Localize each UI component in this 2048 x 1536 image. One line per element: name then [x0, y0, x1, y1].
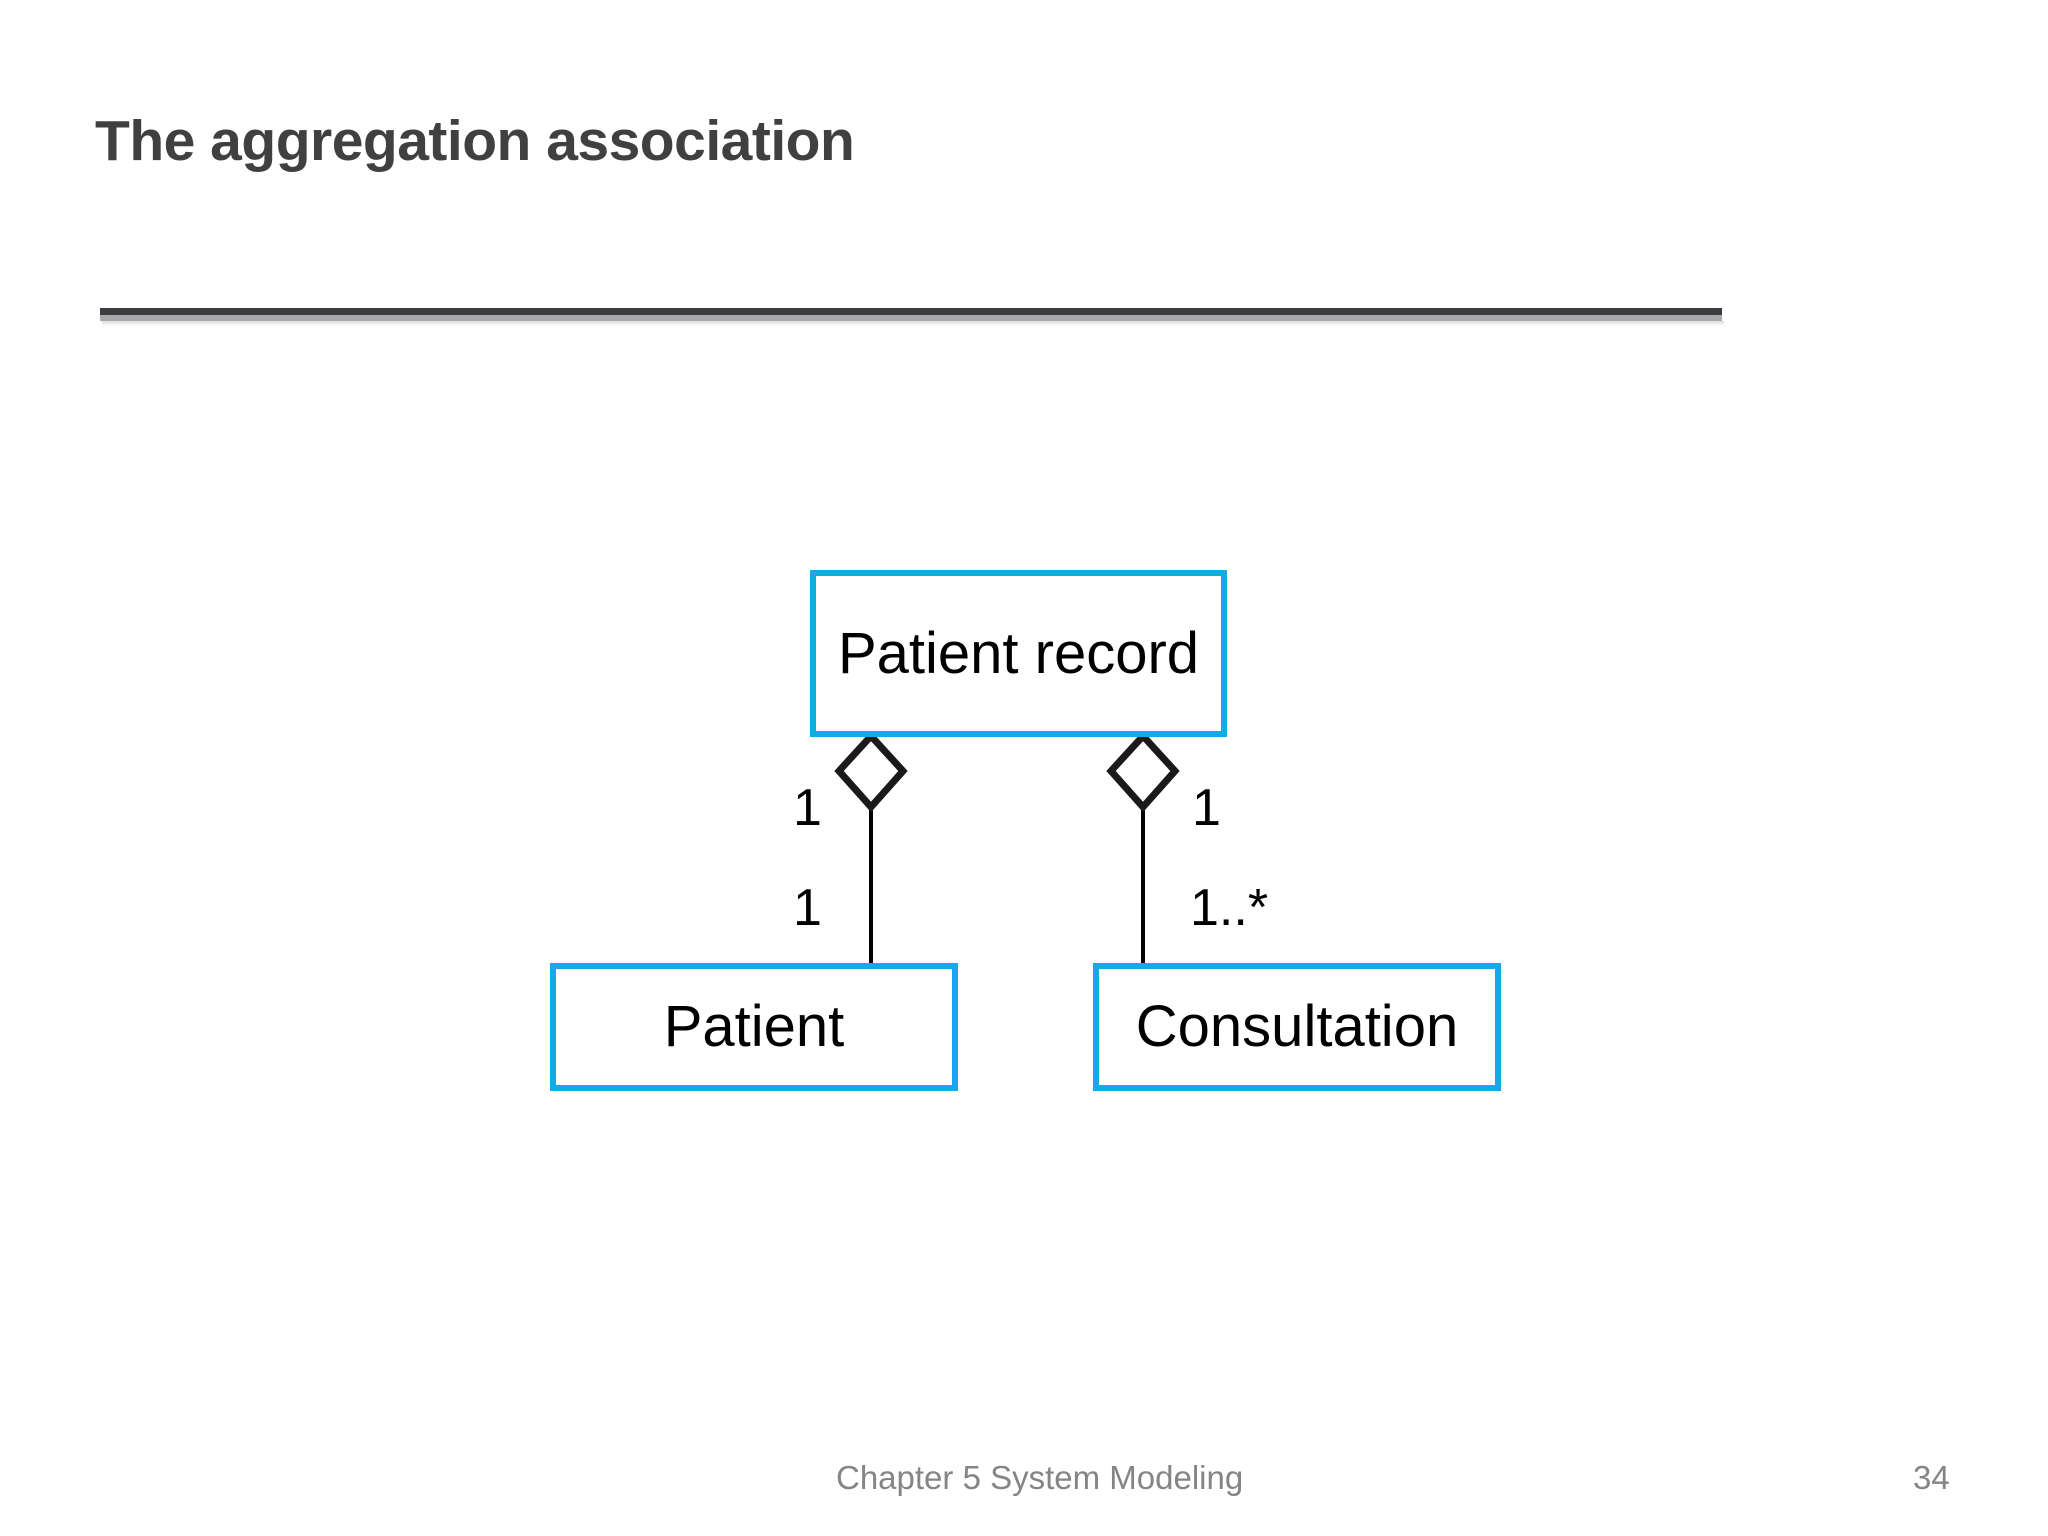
divider-light-bar	[100, 315, 1722, 321]
multiplicity-patient-record-left: 1	[793, 779, 822, 837]
page-title: The aggregation association	[95, 109, 855, 173]
multiplicity-patient: 1	[793, 879, 822, 937]
uml-class-name-consultation: Consultation	[1135, 994, 1459, 1059]
footer-text: Chapter 5 System Modeling	[836, 1459, 1244, 1496]
multiplicity-consultation: 1..*	[1190, 879, 1269, 937]
divider-shadow	[102, 321, 1724, 326]
aggregation-diamond-consultation	[1106, 730, 1180, 813]
uml-class-name-patient: Patient	[663, 994, 845, 1059]
uml-class-name-patient-record: Patient record	[837, 620, 1200, 686]
multiplicity-patient-record-right: 1	[1192, 779, 1221, 837]
uml-class-patient[interactable]: Patient	[550, 963, 958, 1091]
aggregation-diamond-patient	[834, 730, 908, 813]
title-divider	[100, 308, 1724, 326]
uml-class-consultation[interactable]: Consultation	[1093, 963, 1501, 1091]
divider-dark-bar	[100, 308, 1722, 315]
page-number: 34	[1913, 1459, 1950, 1496]
uml-class-patient-record[interactable]: Patient record	[810, 570, 1227, 737]
